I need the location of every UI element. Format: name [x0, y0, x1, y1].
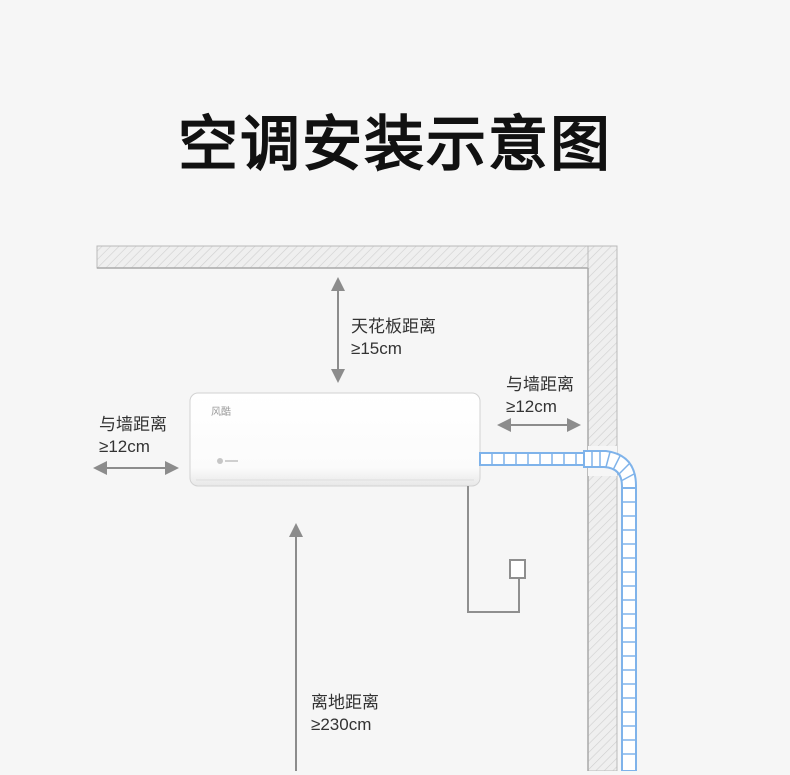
floor-distance-label: 离地距离 ≥230cm: [311, 692, 379, 736]
right-wall-distance-value: ≥12cm: [506, 397, 557, 416]
indoor-unit: [189, 392, 481, 487]
right-wall-distance-label: 与墙距离 ≥12cm: [506, 374, 574, 418]
refrigerant-pipe: [479, 450, 637, 772]
ceiling: [96, 245, 618, 269]
brand-mark: 风酷: [211, 406, 231, 418]
floor-distance-name: 离地距离: [311, 693, 379, 712]
ceiling-distance-label: 天花板距离 ≥15cm: [351, 316, 436, 360]
floor-distance-value: ≥230cm: [311, 715, 372, 734]
ceiling-distance-value: ≥15cm: [351, 339, 402, 358]
power-socket: [509, 559, 526, 579]
page-title: 空调安装示意图: [178, 110, 612, 180]
power-cord: [467, 486, 526, 613]
brand-logo: [217, 458, 223, 464]
ceiling-distance-name: 天花板距离: [351, 317, 436, 336]
right-wall-distance-name: 与墙距离: [506, 375, 574, 394]
left-wall-distance-value: ≥12cm: [99, 437, 150, 456]
left-wall-distance-label: 与墙距离 ≥12cm: [99, 414, 167, 458]
right-wall: [587, 245, 618, 772]
left-wall-distance-name: 与墙距离: [99, 415, 167, 434]
